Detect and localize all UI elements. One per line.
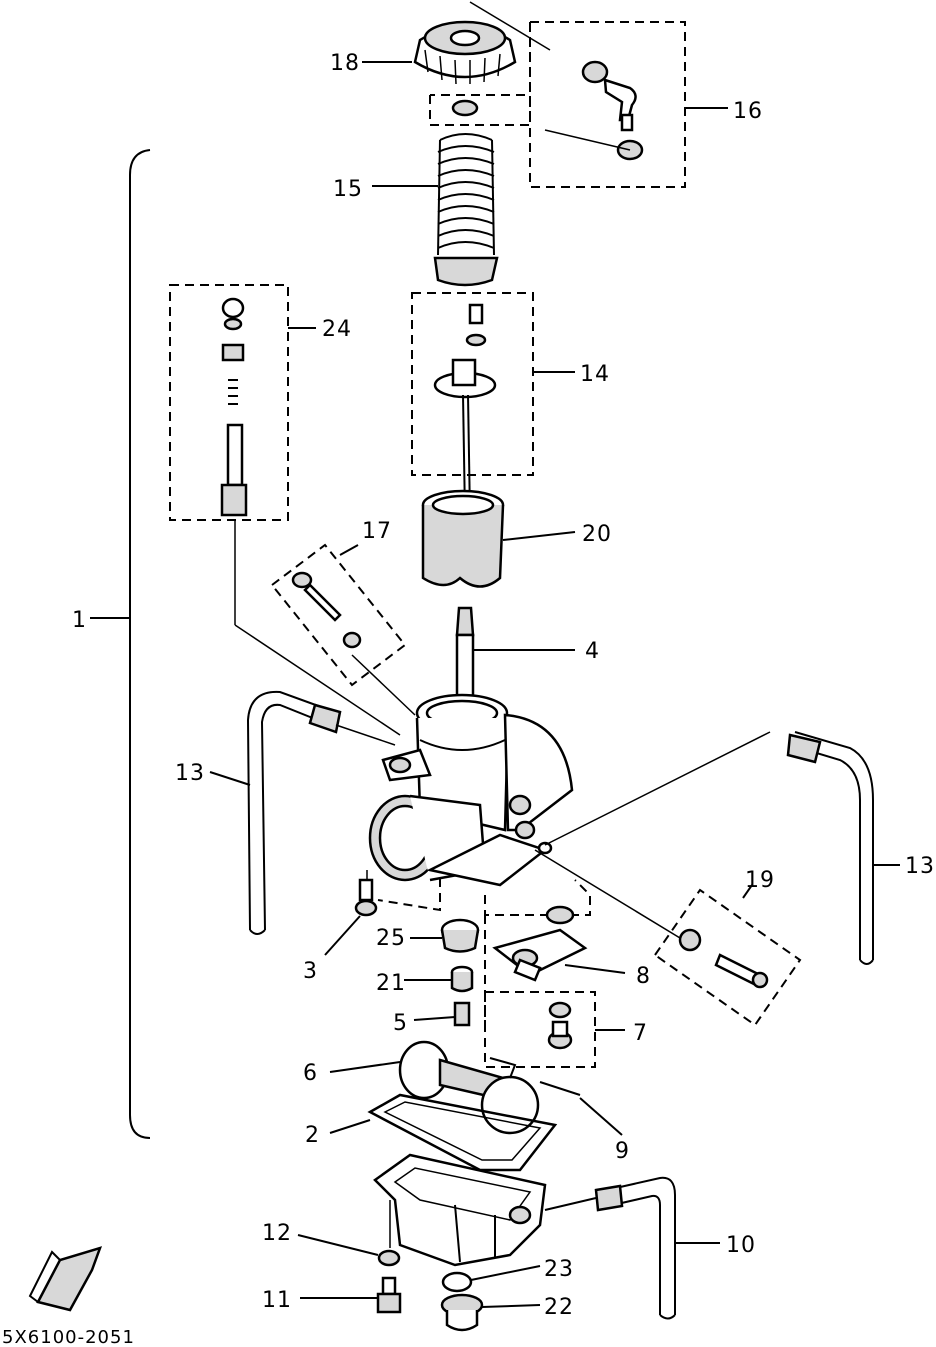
pilot-screw-box [169, 284, 289, 521]
callout-16: 16 [733, 99, 763, 124]
pilot-screw-part [220, 297, 248, 517]
carburetor-body-part [368, 693, 574, 887]
callout-5: 5 [393, 1011, 408, 1036]
callout-23: 23 [544, 1257, 574, 1282]
front-direction-icon [28, 1246, 103, 1312]
left-vent-hose-part [246, 690, 342, 935]
bowl-screw-washer-part [377, 1249, 401, 1267]
bowl-screw-part [376, 1276, 402, 1314]
callout-13-left: 13 [175, 761, 205, 786]
main-jet-holder-part [440, 918, 480, 953]
needle-jet-part [455, 606, 475, 699]
figure-code: 5X6100-2051 [2, 1327, 135, 1347]
callout-12: 12 [262, 1221, 292, 1246]
top-cap-part [413, 20, 517, 85]
float-bowl-gasket-part [367, 1093, 558, 1172]
callout-2: 2 [305, 1123, 320, 1148]
callout-6: 6 [303, 1061, 318, 1086]
overflow-hose-part [594, 1176, 676, 1320]
fuel-screw-part [678, 928, 769, 989]
callout-13-right: 13 [905, 854, 935, 879]
float-arm-washer-part [545, 905, 575, 925]
callout-25: 25 [376, 926, 406, 951]
fuel-screw-box [653, 888, 802, 1027]
callout-11: 11 [262, 1288, 292, 1313]
cable-adjuster-box [529, 21, 686, 188]
idle-screw-part [291, 571, 362, 649]
needle-assembly-box [411, 292, 534, 476]
idle-screw-box [270, 543, 407, 687]
throttle-valve-part [421, 489, 505, 588]
assembly-bracket [129, 149, 151, 1139]
callout-18: 18 [330, 51, 360, 76]
cap-washer-part [451, 99, 479, 117]
needle-valve-part [547, 1001, 573, 1050]
cable-adjuster-part [581, 60, 644, 161]
throttle-spring-part [433, 133, 499, 287]
callout-14: 14 [580, 362, 610, 387]
drain-plug-gasket-part [441, 1271, 473, 1293]
callout-1: 1 [72, 608, 87, 633]
float-pin-part [539, 1081, 581, 1096]
callout-22: 22 [544, 1295, 574, 1320]
drain-screw-part [354, 878, 378, 917]
callout-19: 19 [745, 868, 775, 893]
callout-10: 10 [726, 1233, 756, 1258]
callout-3: 3 [303, 959, 318, 984]
callout-7: 7 [633, 1021, 648, 1046]
callout-15: 15 [333, 177, 363, 202]
callout-20: 20 [582, 522, 612, 547]
callout-4: 4 [585, 639, 600, 664]
callout-21: 21 [376, 971, 406, 996]
callout-8: 8 [636, 964, 651, 989]
callout-24: 24 [322, 317, 352, 342]
spacer-part [450, 965, 474, 993]
drain-plug-part [440, 1293, 484, 1332]
float-bowl-part [373, 1153, 547, 1267]
main-jet-part [453, 1001, 471, 1027]
float-arm-part [492, 928, 588, 982]
needle-valve-box [484, 991, 596, 1068]
right-vent-hose-part [786, 731, 874, 965]
callout-17: 17 [362, 519, 392, 544]
jet-needle-part [433, 303, 497, 516]
callout-9: 9 [615, 1139, 630, 1164]
